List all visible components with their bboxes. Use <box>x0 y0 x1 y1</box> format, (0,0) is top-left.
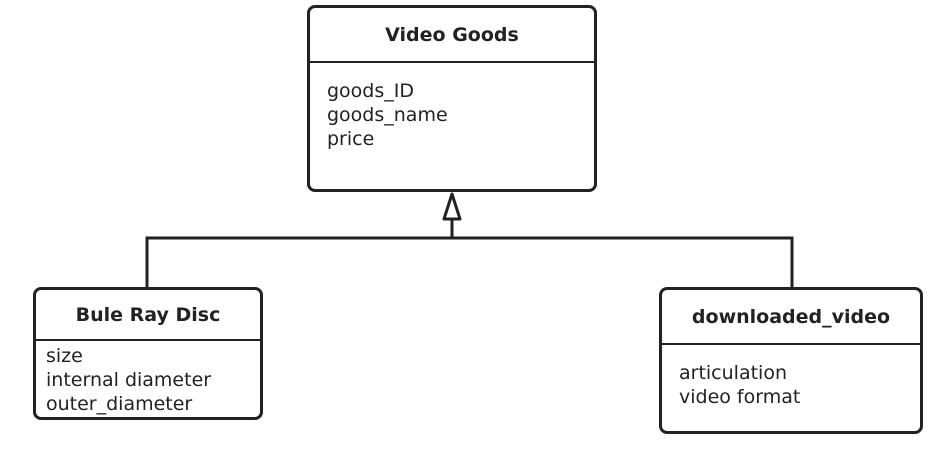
attribute-list: articulation video format <box>662 345 920 409</box>
attribute-list: size internal diameter outer_diameter <box>36 341 260 416</box>
attribute: size <box>46 345 83 367</box>
class-box-video-goods: Video Goods goods_ID goods_name price <box>307 5 597 192</box>
attribute: video format <box>679 386 801 408</box>
attribute: price <box>327 128 375 150</box>
inheritance-line <box>145 236 794 287</box>
attribute: goods_ID <box>327 80 415 102</box>
attribute: outer_diameter <box>46 393 193 415</box>
class-box-blu-ray-disc: Bule Ray Disc size internal diameter out… <box>33 287 263 420</box>
class-name: Bule Ray Disc <box>36 290 260 341</box>
class-name: Video Goods <box>310 8 594 63</box>
attribute: articulation <box>679 362 787 384</box>
attribute-list: goods_ID goods_name price <box>310 63 594 151</box>
class-name: downloaded_video <box>662 290 920 345</box>
attribute: internal diameter <box>46 369 212 391</box>
class-box-downloaded-video: downloaded_video articulation video form… <box>659 287 923 434</box>
generalization-arrowhead-icon <box>442 192 462 221</box>
attribute: goods_name <box>327 104 448 126</box>
